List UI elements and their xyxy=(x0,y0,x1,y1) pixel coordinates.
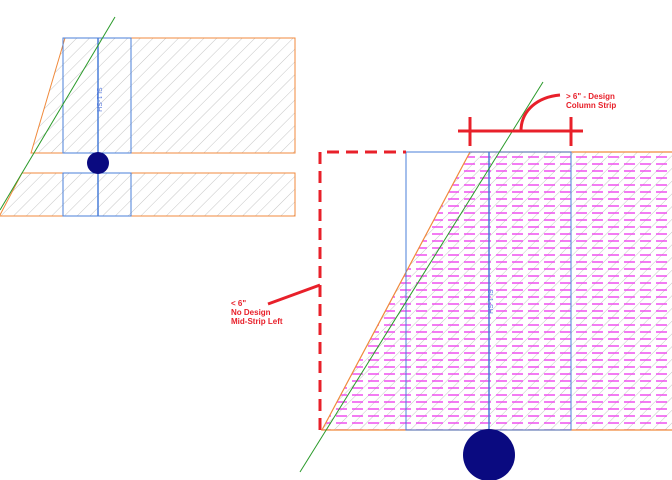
note-line: > 6" - Design xyxy=(566,92,615,101)
strip-label: SL1-SH xyxy=(485,289,493,314)
detail-view xyxy=(0,16,296,217)
leader-line xyxy=(267,283,321,306)
dimension-marker xyxy=(458,93,583,146)
upper-slab xyxy=(30,37,296,154)
cut-line xyxy=(299,81,544,473)
cut-line xyxy=(0,16,116,211)
design-column-strip-note: > 6" - Design Column Strip xyxy=(566,92,616,110)
column xyxy=(87,152,109,174)
lower-slab xyxy=(0,172,296,217)
no-design-mid-strip-note: < 6" No Design Mid-Strip Left xyxy=(231,299,283,326)
note-line: < 6" xyxy=(231,299,247,308)
note-line: Column Strip xyxy=(566,101,617,110)
note-line: No Design xyxy=(231,308,271,317)
note-line: Mid-Strip Left xyxy=(231,317,283,326)
column xyxy=(463,429,515,480)
main-view xyxy=(267,81,672,480)
mid-strip-boundary xyxy=(318,150,406,430)
strip-label: SL1-SH xyxy=(94,87,102,112)
